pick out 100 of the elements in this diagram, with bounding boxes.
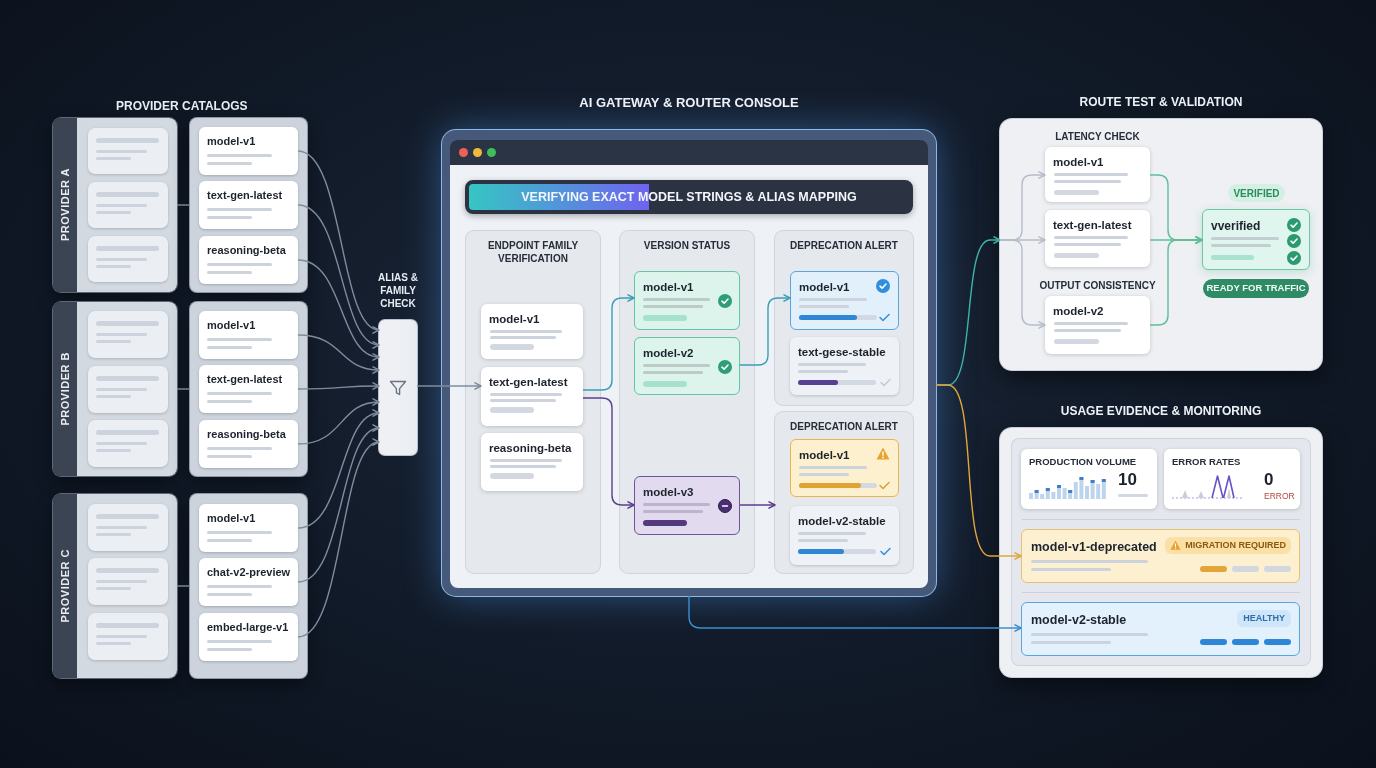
model-name: reasoning-beta: [207, 244, 286, 257]
model-card: [790, 337, 899, 395]
progress-banner: [465, 180, 913, 214]
catalog-column: [190, 118, 307, 292]
connector-arrow: [297, 204, 380, 348]
badge-text: MIGRATION REQUIRED: [1185, 538, 1286, 552]
model-name: vverified: [1211, 219, 1261, 233]
section-title: ROUTE TEST & VALIDATION: [1079, 94, 1243, 111]
section-title: PROVIDER CATALOGS: [116, 98, 248, 115]
model-card: [481, 433, 583, 491]
provider-label: PROVIDER B: [57, 352, 72, 426]
panel-heading: VERSION STATUS: [643, 239, 731, 252]
connector-line: [176, 204, 191, 206]
metric-card: [1164, 449, 1300, 509]
panel: [775, 231, 913, 405]
model-name: reasoning-beta: [489, 441, 572, 455]
catalog-column: [190, 494, 307, 678]
section-label: ALIAS & FAMILY CHECK: [377, 271, 419, 310]
panel-heading: ENDPOINT FAMILY VERIFICATION: [486, 239, 580, 265]
model-card: [481, 367, 583, 426]
model-card: [199, 311, 298, 359]
model-name: chat-v2-preview: [207, 566, 291, 579]
provider-label: PROVIDER A: [57, 168, 72, 242]
model-card: [199, 365, 298, 413]
section-label: LATENCY CHECK: [1055, 131, 1140, 143]
placeholder-card: [88, 504, 168, 551]
model-card: [1021, 602, 1300, 656]
model-card: [790, 439, 899, 497]
placeholder-card: [88, 236, 168, 282]
model-card: [634, 271, 740, 330]
placeholder-card: [88, 128, 168, 174]
connector-arrow: [739, 294, 791, 366]
model-card: [199, 236, 298, 284]
model-name: model-v1: [799, 448, 850, 462]
connector-arrow: [582, 397, 635, 509]
model-name: text-gen-latest: [207, 189, 283, 202]
model-name: text-gen-latest: [489, 375, 568, 389]
placeholder-card: [88, 558, 168, 605]
metric-title: PRODUCTION VOLUME: [1029, 456, 1137, 468]
metric-title: ERROR RATES: [1172, 456, 1241, 468]
model-name: text-gen-latest: [207, 373, 283, 386]
model-card: [481, 304, 583, 359]
panel-heading: DEPRECATION ALERT: [790, 420, 898, 433]
model-name: model-v1: [207, 319, 256, 332]
connector-arrow: [582, 294, 635, 391]
connector-arrow: [999, 239, 1046, 329]
model-card: [1021, 529, 1300, 583]
connector-arrow: [688, 595, 1022, 632]
connector-arrow: [739, 501, 776, 509]
placeholder-card: [88, 182, 168, 228]
status-badge: HEALTHY: [1237, 610, 1291, 627]
section-title: AI GATEWAY & ROUTER CONSOLE: [579, 93, 799, 112]
connector-arrow: [297, 398, 380, 445]
placeholder-card: [88, 311, 168, 358]
section-label: OUTPUT CONSISTENCY: [1039, 280, 1156, 292]
model-name: model-v1: [1053, 155, 1104, 169]
status-badge: READY FOR TRAFFIC: [1203, 279, 1309, 298]
model-name: model-v1: [207, 512, 256, 525]
connector-arrow: [416, 382, 482, 390]
connector-arrow: [297, 440, 380, 638]
model-name: text-gen-latest: [1053, 218, 1132, 232]
model-name: model-v1: [489, 312, 540, 326]
section-title: USAGE EVIDENCE & MONITORING: [1060, 403, 1262, 420]
model-name: model-v1: [799, 280, 850, 294]
model-card: [634, 337, 740, 395]
model-name: model-v3: [643, 485, 694, 499]
model-name: model-v1-deprecated: [1031, 540, 1157, 555]
panel: [620, 231, 754, 573]
provider-panel: [53, 494, 177, 678]
model-name: model-v2-stable: [798, 514, 886, 528]
connector-arrow: [297, 334, 380, 374]
connector-arrow: [297, 150, 380, 332]
model-card: [199, 504, 298, 552]
model-card: [790, 271, 899, 330]
connector-arrow: [297, 259, 380, 360]
connector-arrow: [297, 410, 380, 529]
provider-panel: [53, 302, 177, 476]
model-card: [1202, 209, 1310, 270]
connector-arrow: [1149, 236, 1203, 326]
placeholder-card: [88, 613, 168, 660]
model-card: [199, 613, 298, 661]
panel: [466, 231, 600, 573]
metric-value: 0: [1264, 470, 1274, 490]
connector-arrow: [935, 384, 1022, 560]
model-card: [790, 506, 899, 565]
model-name: model-v1: [643, 280, 694, 294]
metric-value: 10: [1118, 470, 1137, 490]
model-name: model-v2: [1053, 304, 1104, 318]
metric-unit: ERROR: [1264, 491, 1295, 501]
provider-panel: [53, 118, 177, 292]
model-card: [199, 181, 298, 229]
provider-label: PROVIDER C: [57, 549, 72, 623]
model-name: reasoning-beta: [207, 428, 286, 441]
status-badge: VERIFIED: [1228, 184, 1285, 202]
connector-arrow: [297, 382, 380, 390]
model-name: model-v1: [207, 135, 256, 148]
panel: [1012, 439, 1310, 665]
model-card: [199, 420, 298, 468]
panel: [775, 412, 913, 573]
model-name: model-v2: [643, 346, 694, 360]
